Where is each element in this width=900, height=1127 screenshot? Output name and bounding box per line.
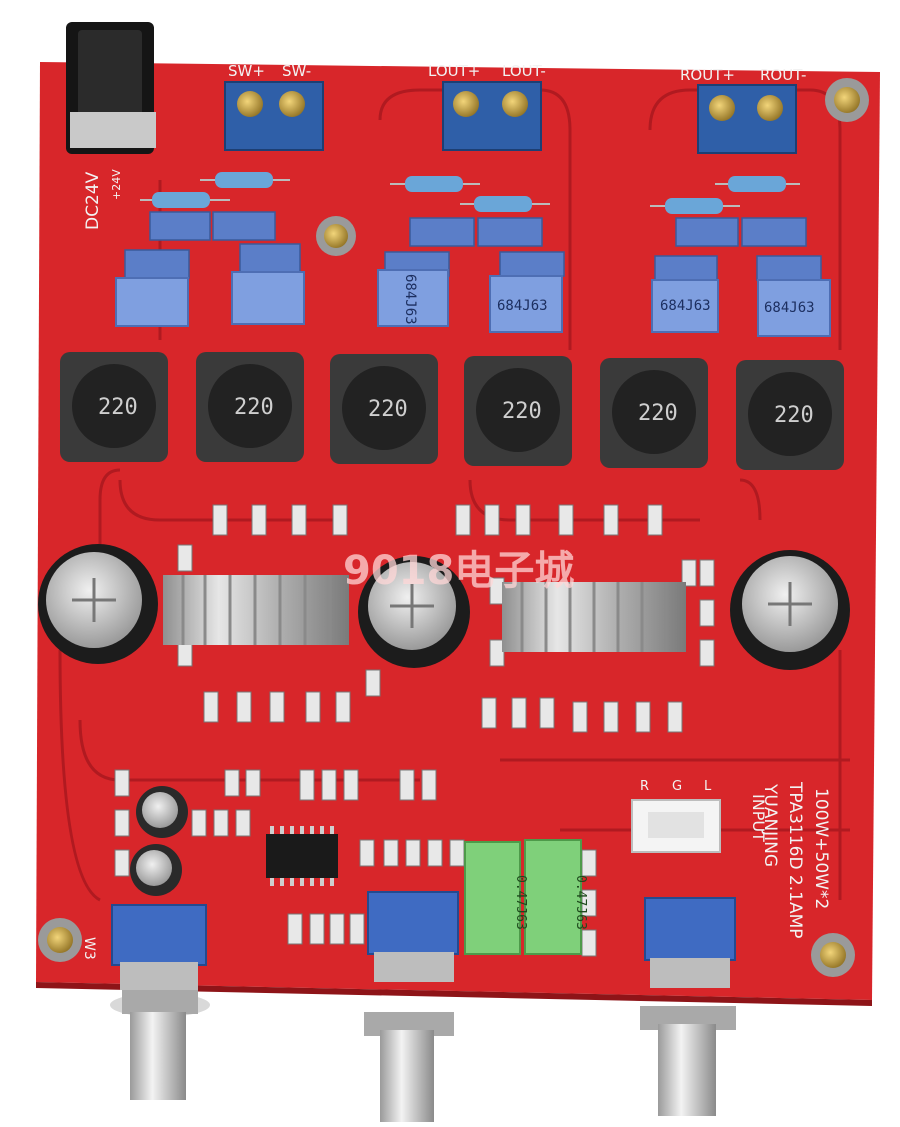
potentiometer-center	[364, 891, 459, 1122]
green-capacitors	[464, 839, 582, 955]
ic-chip	[266, 826, 338, 886]
brand-label: YUANJING	[760, 783, 780, 867]
potentiometer-left	[110, 904, 210, 1100]
electrolytic-cap-center	[358, 556, 470, 668]
power-rating-label: 100W+50W*2	[811, 788, 831, 909]
inductor-label-6: 220	[774, 403, 814, 428]
input-label: INPUT	[749, 794, 768, 842]
terminal-sw-plus-label: SW+	[228, 62, 265, 80]
cap-label-3: 684J63	[660, 298, 711, 314]
terminal-lout-plus-label: LOUT+	[428, 62, 480, 80]
dc-power-jack	[66, 22, 156, 154]
cap-label-4: 684J63	[764, 300, 815, 316]
cap-label-1: 684J63	[402, 274, 418, 325]
smd-components	[114, 504, 715, 957]
input-pin-l: L	[704, 779, 712, 794]
model-label: TPA3116D 2.1AMP	[785, 781, 805, 939]
small-electrolytic-caps	[130, 786, 188, 896]
inductor-labels: 220 220 220 220 220 220	[98, 395, 814, 428]
mounting-nuts	[38, 78, 869, 977]
inductor-label-2: 220	[234, 395, 274, 420]
inductor-label-5: 220	[638, 401, 678, 426]
terminal-lout-minus-label: LOUT-	[502, 62, 546, 80]
green-cap-label-2: 0.47J63	[573, 875, 588, 930]
large-film-capacitors	[115, 269, 831, 337]
watermark: 9018电子城	[343, 548, 574, 594]
inductor-label-3: 220	[368, 397, 408, 422]
heatsink-right	[502, 582, 686, 652]
electrolytic-cap-right	[730, 550, 850, 670]
terminal-sw-minus-label: SW-	[282, 62, 311, 80]
input-pin-g: G	[672, 779, 682, 794]
inductor-label-1: 220	[98, 395, 138, 420]
electrolytic-cap-left	[38, 544, 158, 664]
pot-w3-label: W3	[81, 937, 97, 960]
terminal-lout	[442, 81, 542, 151]
terminal-rout-minus-label: ROUT-	[760, 66, 806, 84]
supply-label: DC24V	[83, 171, 103, 230]
green-cap-label-1: 0.47J63	[513, 875, 528, 930]
terminal-sw	[224, 81, 324, 151]
heatsink-left	[163, 575, 349, 645]
inductor-label-4: 220	[502, 399, 542, 424]
supply-pin-label: +24V	[110, 169, 123, 200]
input-connector	[631, 799, 721, 853]
terminal-rout-plus-label: ROUT+	[680, 66, 735, 84]
cap-label-2: 684J63	[497, 298, 548, 314]
terminal-rout	[697, 84, 797, 154]
pcb-edge-shadow	[36, 982, 872, 1006]
axial-resistors	[140, 172, 800, 214]
input-pin-r: R	[640, 779, 649, 794]
potentiometer-right	[640, 897, 736, 1116]
inductors	[60, 352, 844, 470]
